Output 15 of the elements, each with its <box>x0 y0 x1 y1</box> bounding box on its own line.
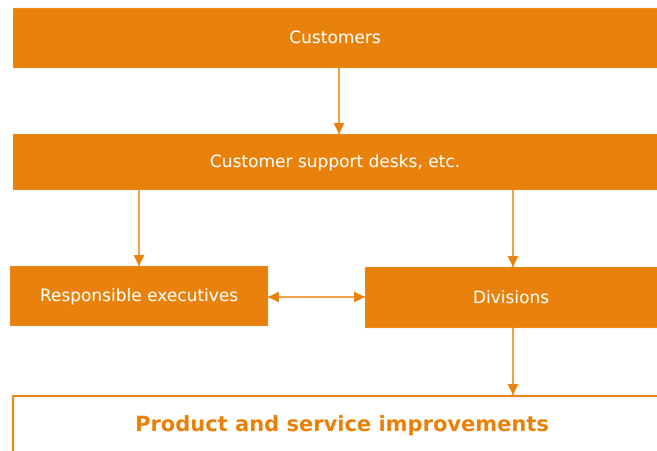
box-label: Divisions <box>472 288 550 308</box>
box-title: Product and service improvements <box>135 412 549 436</box>
arrow <box>508 190 518 267</box>
outlined-box <box>12 395 657 451</box>
arrow <box>334 68 344 134</box>
process-box <box>365 267 657 328</box>
arrow <box>508 328 518 395</box>
box-label: Customer support desks, etc. <box>210 152 460 172</box>
process-box <box>10 266 268 326</box>
process-box <box>13 8 657 68</box>
process-box <box>13 134 657 190</box>
arrow <box>268 292 365 302</box>
arrow <box>134 190 144 266</box>
box-label: Responsible executives <box>40 286 238 306</box>
box-label: Customers <box>289 28 381 48</box>
